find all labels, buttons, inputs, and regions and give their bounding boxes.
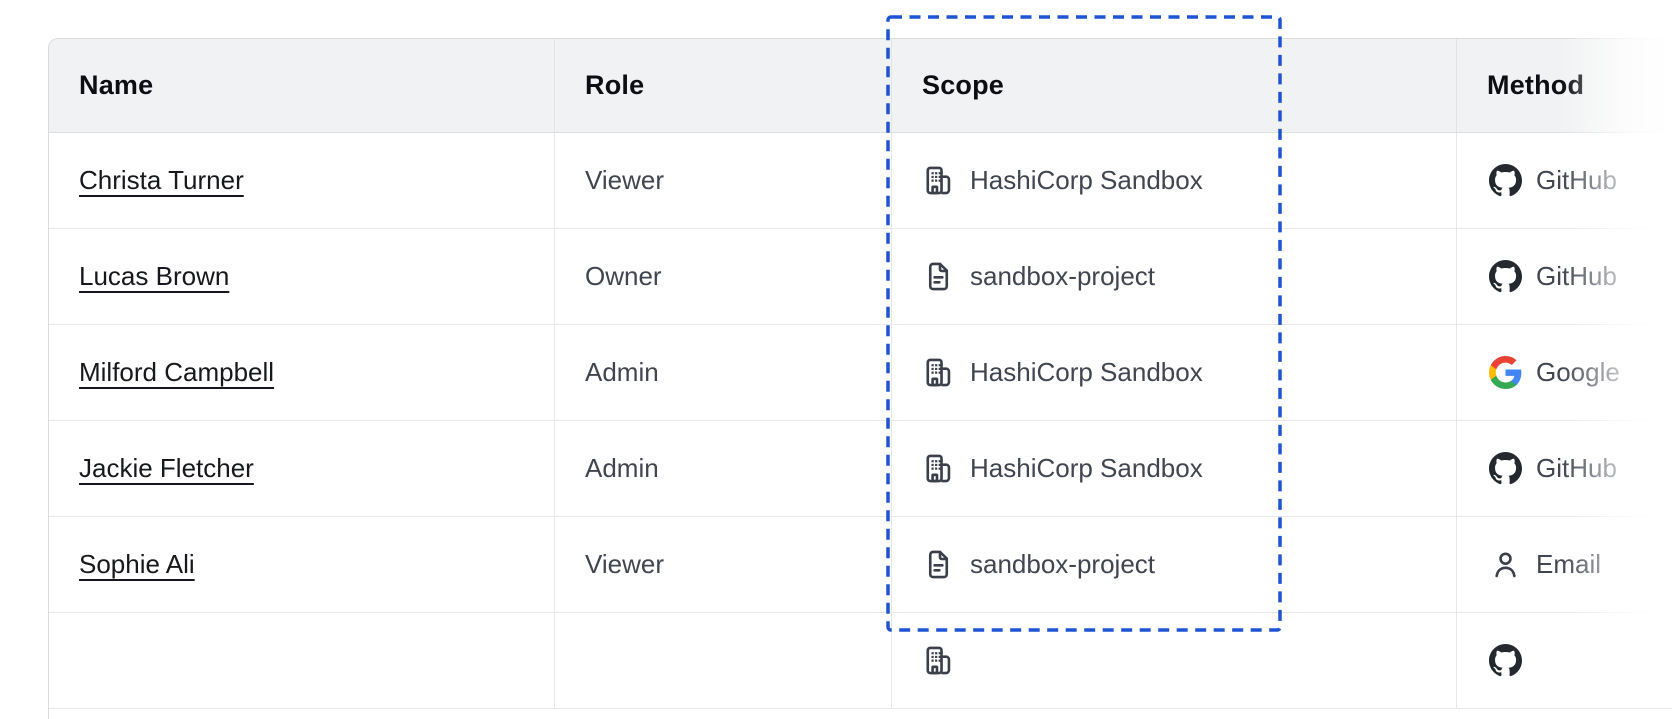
name-cell: Sophie Ali [49, 517, 554, 612]
file-icon [922, 260, 955, 293]
role-cell [554, 613, 891, 708]
method-label: GitHub [1536, 165, 1617, 195]
scope-label: sandbox-project [970, 261, 1155, 291]
method-cell: GitHub [1456, 229, 1672, 324]
name-cell: Christa Turner [49, 133, 554, 228]
role-label: Viewer [585, 549, 665, 579]
building-icon [922, 452, 955, 485]
member-name-link[interactable]: Jackie Fletcher [79, 453, 254, 483]
column-header-name: Name [79, 70, 154, 100]
scope-cell: HashiCorp Sandbox [891, 421, 1456, 516]
role-label: Viewer [585, 165, 665, 195]
github-icon [1489, 452, 1522, 485]
members-table: Name Role Scope Method Christa Turner Vi… [48, 38, 1672, 719]
scope-cell [891, 613, 1456, 708]
column-header-role: Role [554, 39, 891, 132]
table-row: Sophie Ali Viewer sandbox-project Email [49, 517, 1672, 613]
scope-cell: sandbox-project [891, 517, 1456, 612]
method-label: GitHub [1536, 261, 1617, 291]
github-icon [1489, 644, 1522, 677]
role-cell: Owner [554, 229, 891, 324]
name-cell: Lucas Brown [49, 229, 554, 324]
building-icon [922, 164, 955, 197]
column-header-scope: Scope [891, 39, 1456, 132]
method-cell [1456, 613, 1672, 708]
table-row: Lucas Brown Owner sandbox-project GitHub [49, 229, 1672, 325]
building-icon [922, 356, 955, 389]
role-label: Admin [585, 357, 659, 387]
method-label: GitHub [1536, 453, 1617, 483]
user-icon [1489, 548, 1522, 581]
scope-label: sandbox-project [970, 549, 1155, 579]
method-cell: GitHub [1456, 133, 1672, 228]
member-name-link[interactable]: Milford Campbell [79, 357, 275, 387]
table-row: Christa Turner Viewer HashiCorp Sandbox … [49, 133, 1672, 229]
table-row-partial [49, 613, 1672, 709]
role-cell: Admin [554, 421, 891, 516]
github-icon [1489, 260, 1522, 293]
table-row: Jackie Fletcher Admin HashiCorp Sandbox … [49, 421, 1672, 517]
role-cell: Admin [554, 325, 891, 420]
table-row: Milford Campbell Admin HashiCorp Sandbox… [49, 325, 1672, 421]
method-label: Email [1536, 549, 1602, 579]
role-label: Owner [585, 261, 662, 291]
member-name-link[interactable]: Lucas Brown [79, 261, 230, 291]
method-cell: GitHub [1456, 421, 1672, 516]
member-name-link[interactable]: Christa Turner [79, 165, 244, 195]
role-cell: Viewer [554, 517, 891, 612]
table-header-row: Name Role Scope Method [49, 39, 1672, 133]
column-header-method: Method [1456, 39, 1672, 132]
scope-label: HashiCorp Sandbox [970, 165, 1203, 195]
scope-cell: sandbox-project [891, 229, 1456, 324]
github-icon [1489, 164, 1522, 197]
scope-label: HashiCorp Sandbox [970, 357, 1203, 387]
scope-label: HashiCorp Sandbox [970, 453, 1203, 483]
name-cell [49, 613, 554, 708]
method-label: Google [1536, 357, 1620, 387]
method-cell: Email [1456, 517, 1672, 612]
role-label: Admin [585, 453, 659, 483]
scope-cell: HashiCorp Sandbox [891, 325, 1456, 420]
page: Name Role Scope Method Christa Turner Vi… [48, 0, 1672, 719]
method-cell: Google [1456, 325, 1672, 420]
google-icon [1489, 356, 1522, 389]
name-cell: Milford Campbell [49, 325, 554, 420]
name-cell: Jackie Fletcher [49, 421, 554, 516]
building-icon [922, 644, 955, 677]
file-icon [922, 548, 955, 581]
scope-cell: HashiCorp Sandbox [891, 133, 1456, 228]
member-name-link[interactable]: Sophie Ali [79, 549, 195, 579]
role-cell: Viewer [554, 133, 891, 228]
